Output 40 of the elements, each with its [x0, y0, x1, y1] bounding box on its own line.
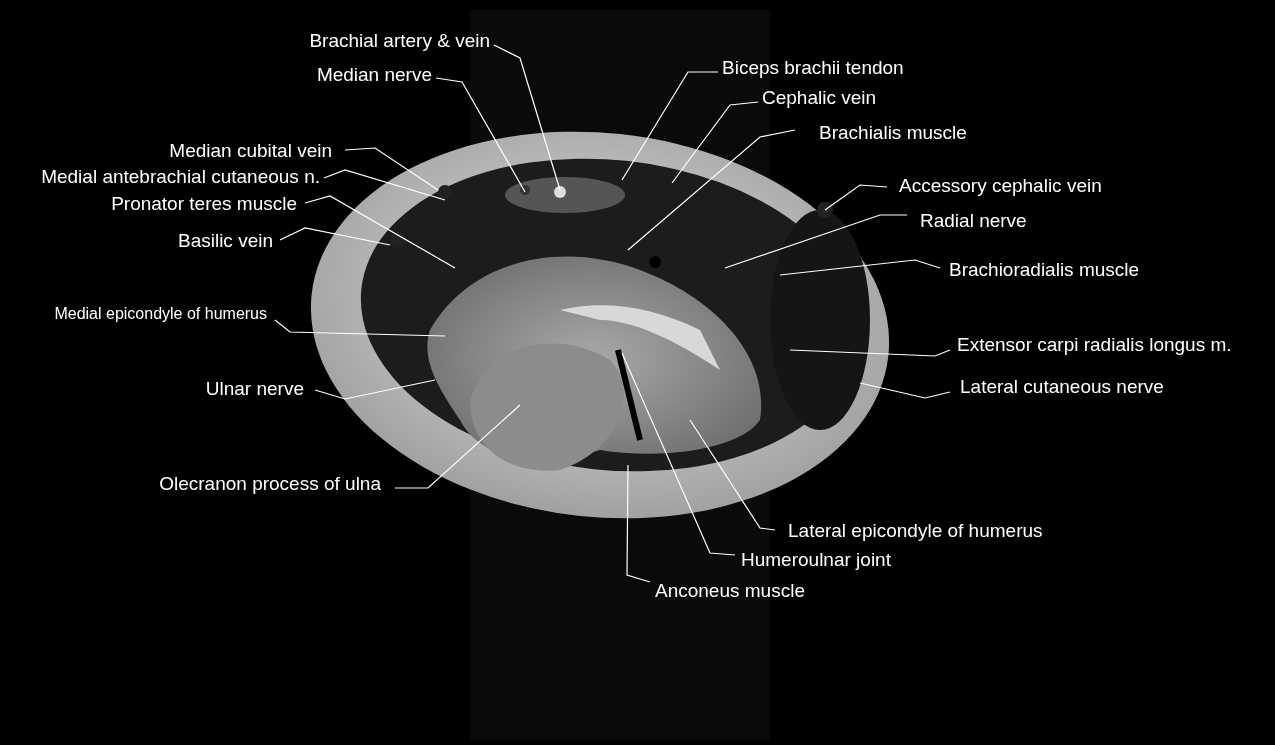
anatomy-label: Brachial artery & vein [309, 28, 490, 54]
anatomy-label: Lateral cutaneous nerve [960, 374, 1164, 400]
anatomy-label: Brachialis muscle [819, 120, 967, 146]
anatomy-label: Median cubital vein [169, 138, 332, 164]
leader-line [435, 77, 526, 193]
leader-line [274, 319, 446, 337]
anatomy-label: Pronator teres muscle [111, 191, 297, 217]
anatomy-label: Medial antebrachial cutaneous n. [41, 164, 320, 190]
anatomy-label: Biceps brachii tendon [722, 55, 904, 81]
anatomy-label: Accessory cephalic vein [899, 173, 1102, 199]
leader-line [304, 195, 456, 269]
leader-line [344, 147, 439, 191]
anatomy-label: Olecranon process of ulna [159, 471, 381, 497]
leader-line [394, 404, 521, 489]
leader-line [314, 379, 436, 400]
leader-line [824, 184, 888, 211]
anatomy-label: Humeroulnar joint [741, 547, 891, 573]
leader-line [621, 71, 719, 181]
leader-line [279, 227, 391, 246]
anatomy-label: Radial nerve [920, 208, 1027, 234]
anatomy-label: Anconeus muscle [655, 578, 805, 604]
anatomy-label: Brachioradialis muscle [949, 257, 1140, 283]
leader-line [689, 419, 776, 531]
leader-line [323, 169, 446, 201]
leader-line [859, 382, 951, 399]
leader-line [627, 129, 796, 251]
anatomy-label: Lateral epicondyle of humerus [788, 518, 1043, 544]
anatomy-label: Extensor carpi radialis longus m. [957, 332, 1232, 358]
leader-line [626, 464, 651, 583]
leader-line [493, 44, 561, 191]
anatomy-label: Basilic vein [177, 228, 273, 254]
leader-line [789, 349, 951, 357]
anatomy-label: Median nerve [316, 62, 432, 88]
leader-line [621, 352, 736, 556]
leader-line [724, 214, 908, 269]
anatomy-label: Cephalic vein [762, 85, 877, 111]
anatomy-label: Medial epicondyle of humerus [54, 301, 267, 327]
anatomy-label: Ulnar nerve [205, 376, 304, 402]
leader-line [671, 101, 759, 184]
leader-line [779, 259, 941, 276]
